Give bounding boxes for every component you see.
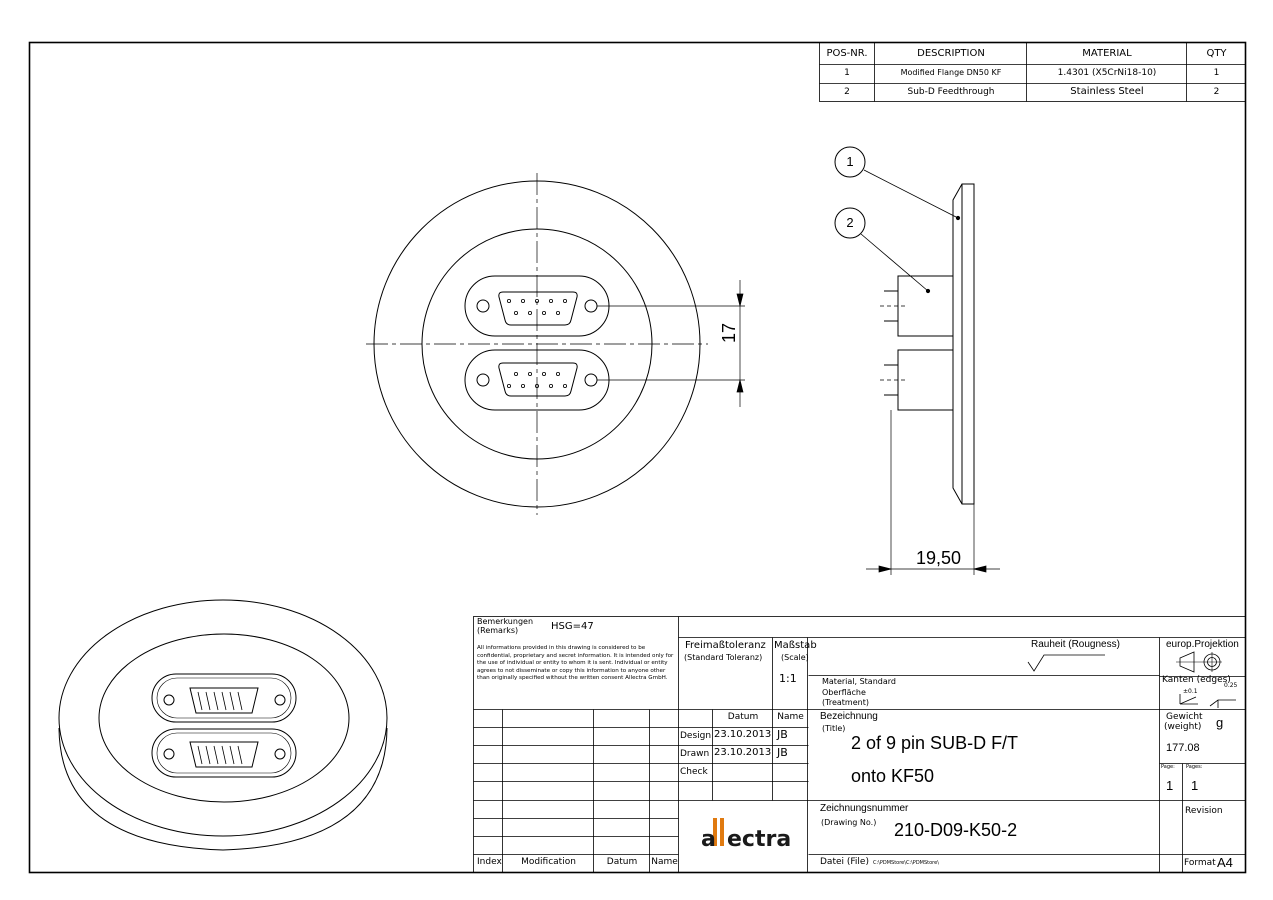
design-label: Design — [680, 731, 712, 741]
weight-label-en: (weight) — [1164, 722, 1202, 732]
mod-name-header: Name — [651, 857, 678, 867]
title-label-en: (Title) — [822, 724, 846, 733]
title-block-grid — [473, 616, 1246, 873]
edge-tolerance-2: 0.25 — [1224, 682, 1238, 689]
parts-row1-qty: 1 — [1213, 68, 1220, 78]
drawn-label: Drawn — [680, 749, 710, 759]
page-label: Page: — [1161, 764, 1175, 770]
title-line-2: onto KF50 — [851, 766, 935, 786]
weight-value: 177.08 — [1166, 742, 1200, 754]
revision-label: Revision — [1185, 806, 1223, 816]
dimension-17: 17 — [719, 322, 739, 343]
projection-label: europ.Projektion — [1166, 639, 1239, 650]
treatment-label: Oberfläche — [822, 688, 866, 697]
parts-header-pos: POS-NR. — [826, 48, 868, 59]
format-value: A4 — [1217, 855, 1233, 870]
scale-label: Maßstab — [774, 640, 817, 651]
remarks-label-en: (Remarks) — [477, 626, 519, 635]
design-date: 23.10.2013 — [714, 729, 772, 740]
drawn-date: 23.10.2013 — [714, 747, 772, 758]
index-header: Index — [477, 857, 502, 867]
name-header: Name — [777, 712, 804, 722]
drawing-frame — [28, 41, 1247, 874]
svg-text:a: a — [701, 827, 716, 852]
allectra-logo: a ectra — [701, 818, 791, 852]
tolerance-label: Freimaßtoleranz — [685, 640, 766, 651]
side-view — [834, 146, 1000, 575]
treatment-label-en: (Treatment) — [822, 698, 869, 707]
parts-row1-description: Modified Flange DN50 KF — [900, 68, 1002, 77]
format-label: Format — [1184, 858, 1216, 868]
drawing-number: 210-D09-K50-2 — [894, 820, 1018, 840]
remarks-value: HSG=47 — [551, 621, 594, 632]
material-label: Material, Standard — [822, 677, 896, 686]
check-label: Check — [680, 767, 708, 777]
confidentiality-notice: All informations provided in this drawin… — [477, 645, 674, 681]
roughness-label: Rauheit (Rougness) — [1031, 639, 1120, 650]
parts-row2-qty: 2 — [1213, 87, 1220, 97]
file-label: Datei (File) — [820, 857, 869, 867]
page-value: 1 — [1166, 778, 1174, 793]
parts-header-material: MATERIAL — [1082, 48, 1132, 59]
scale-label-en: (Scale) — [781, 653, 809, 662]
drawing-number-label-en: (Drawing No.) — [821, 818, 877, 827]
file-path: C:\PDMStore\C:\PDMStore\ — [873, 860, 939, 866]
modification-header: Modification — [521, 857, 576, 867]
edges-label: Kanten (edges) — [1162, 675, 1231, 685]
parts-row2-material: Stainless Steel — [1070, 86, 1144, 97]
design-name: JB — [777, 728, 788, 741]
parts-list-table — [819, 42, 1246, 102]
front-view — [366, 173, 745, 515]
balloon-2-label: 2 — [846, 215, 854, 230]
isometric-view — [58, 599, 388, 851]
mod-datum-header: Datum — [606, 857, 638, 867]
weight-label: Gewicht — [1166, 712, 1203, 722]
remarks-label: Bemerkungen — [477, 617, 534, 626]
scale-value: 1:1 — [779, 672, 797, 685]
parts-row1-pos: 1 — [844, 68, 850, 78]
title-line-1: 2 of 9 pin SUB-D F/T — [851, 733, 1019, 753]
dimension-19-50: 19,50 — [916, 548, 962, 568]
parts-row2-pos: 2 — [844, 87, 850, 97]
datum-header: Datum — [727, 712, 759, 722]
pages-value: 1 — [1191, 778, 1199, 793]
weight-unit: g — [1216, 715, 1224, 730]
pages-label: Pages: — [1186, 764, 1203, 770]
drawing-number-label: Zeichnungsnummer — [820, 803, 909, 814]
balloon-1-label: 1 — [846, 154, 854, 169]
tolerance-label-en: (Standard Toleranz) — [684, 653, 763, 662]
parts-row1-material: 1.4301 (X5CrNi18-10) — [1057, 68, 1157, 78]
parts-header-description: DESCRIPTION — [917, 48, 985, 59]
parts-row2-description: Sub-D Feedthrough — [907, 87, 995, 97]
title-label: Bezeichnung — [820, 711, 878, 722]
parts-header-qty: QTY — [1206, 48, 1227, 59]
edge-tolerance-1: ±0.1 — [1183, 688, 1198, 695]
drawn-name: JB — [777, 746, 788, 759]
svg-text:ectra: ectra — [727, 827, 791, 852]
